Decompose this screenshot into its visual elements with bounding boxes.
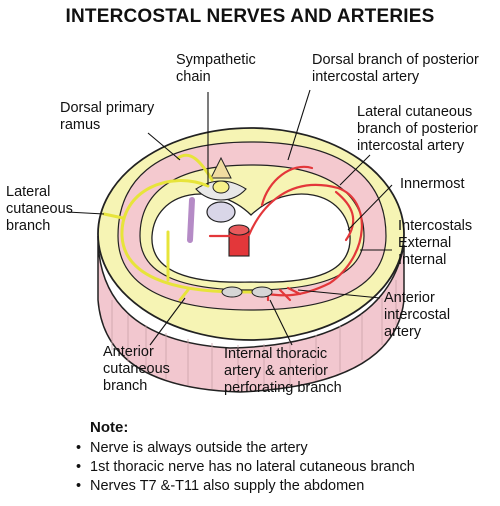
note-item: •Nerve is always outside the artery	[76, 440, 308, 456]
leader-lines	[66, 89, 393, 346]
label-sympathetic-chain: Sympathetic chain	[176, 52, 256, 85]
label-dorsal-primary-ramus: Dorsal primary ramus	[60, 100, 155, 133]
skin-band	[97, 235, 405, 393]
label-intercostals: Intercostals External Internal	[398, 218, 473, 268]
sympathetic-chain	[187, 197, 195, 243]
intercostal-ring	[117, 141, 387, 311]
label-innermost: Innermost	[400, 176, 465, 192]
label-anterior-intercostal-artery: Anterior intercostal artery	[384, 290, 451, 340]
note-item: •Nerves T7 &-T11 also supply the abdomen	[76, 478, 365, 494]
thoracic-cavity	[151, 193, 351, 283]
note-item: •1st thoracic nerve has no lateral cutan…	[76, 459, 415, 475]
sternum	[221, 286, 273, 298]
label-internal-thoracic: Internal thoracic artery & anterior perf…	[224, 346, 342, 396]
page-title: INTERCOSTAL NERVES AND ARTERIES	[65, 6, 435, 27]
note-list: •Nerve is always outside the artery •1st…	[76, 439, 415, 496]
arteries	[208, 165, 363, 302]
note-title: Note:	[90, 419, 129, 436]
label-lateral-cutaneous-artery: Lateral cutaneous branch of posterior in…	[357, 104, 478, 154]
label-dorsal-branch: Dorsal branch of posterior intercostal a…	[312, 52, 479, 85]
aorta	[228, 224, 250, 257]
label-lateral-cutaneous-branch: Lateral cutaneous branch	[6, 184, 73, 234]
nerves	[102, 153, 264, 302]
label-anterior-cutaneous-branch: Anterior cutaneous branch	[103, 344, 170, 394]
